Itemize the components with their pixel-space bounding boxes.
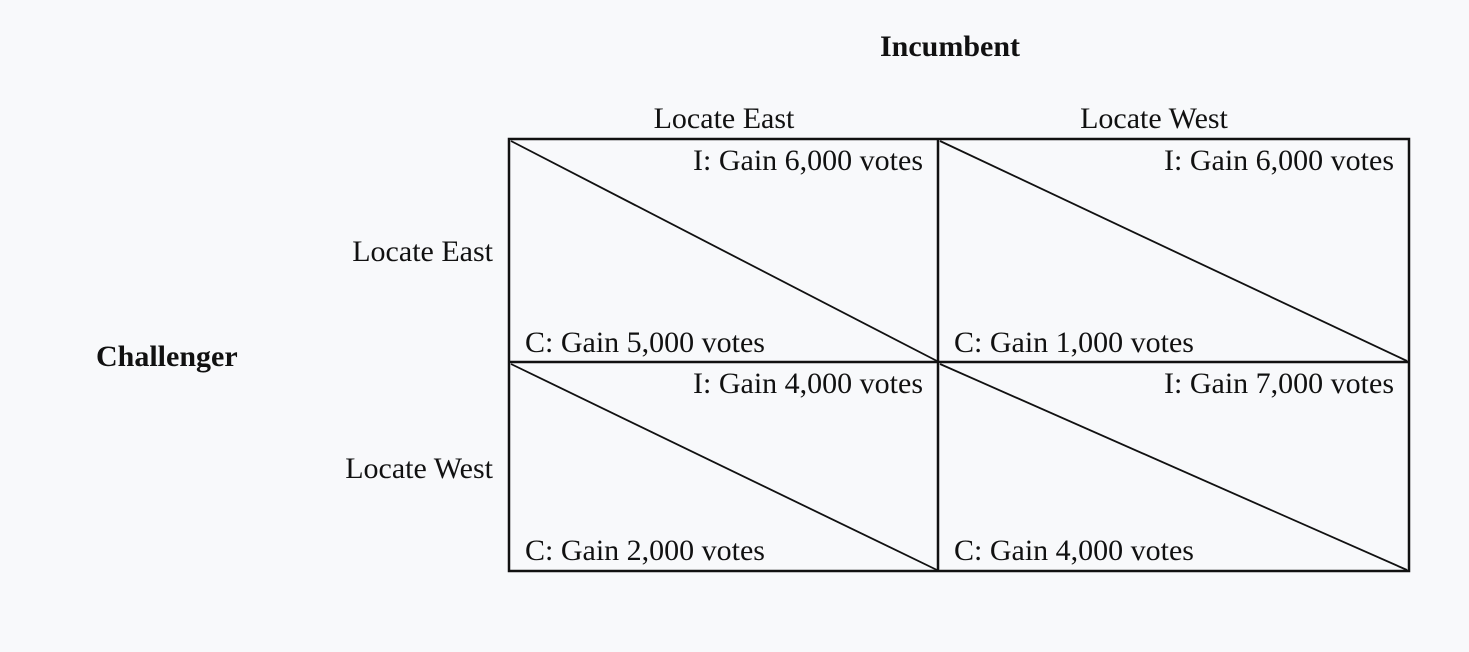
cell-diagonal-east-east — [510, 140, 938, 362]
column-header-locate-east: Locate East — [653, 102, 795, 135]
column-header-locate-west: Locate West — [1080, 102, 1228, 135]
cell-diagonal-east-west — [939, 140, 1408, 362]
cell-diagonal-west-west — [939, 363, 1408, 571]
payoff-challenger-west-west: C: Gain 4,000 votes — [954, 534, 1194, 567]
row-header-locate-east: Locate East — [352, 235, 493, 268]
matrix-border — [507, 137, 1411, 573]
payoff-challenger-east-west: C: Gain 1,000 votes — [954, 326, 1194, 359]
payoff-incumbent-east-east: I: Gain 6,000 votes — [693, 144, 923, 177]
incumbent-player-label: Incumbent — [880, 30, 1021, 63]
payoff-incumbent-west-east: I: Gain 4,000 votes — [693, 367, 923, 400]
payoff-incumbent-east-west: I: Gain 6,000 votes — [1164, 144, 1394, 177]
payoff-challenger-west-east: C: Gain 2,000 votes — [525, 534, 765, 567]
cell-diagonal-west-east — [510, 363, 938, 571]
payoff-incumbent-west-west: I: Gain 7,000 votes — [1164, 367, 1394, 400]
payoff-challenger-east-east: C: Gain 5,000 votes — [525, 326, 765, 359]
row-header-locate-west: Locate West — [345, 452, 493, 485]
challenger-player-label: Challenger — [96, 340, 238, 373]
